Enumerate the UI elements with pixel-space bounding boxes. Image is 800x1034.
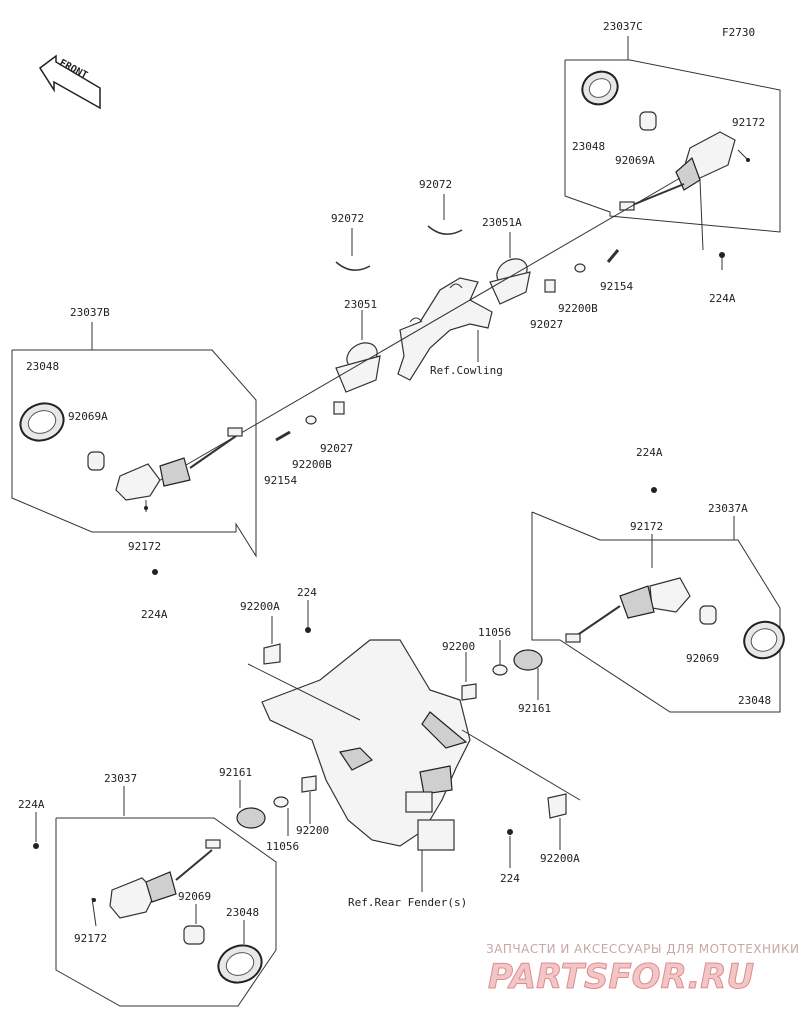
label-23048-b: 23048: [26, 360, 59, 373]
label-92154-r: 92154: [600, 280, 633, 293]
label-224-top: 224: [297, 586, 317, 599]
spacer-92027-right: [544, 279, 556, 293]
plate-92200A-top: [263, 616, 281, 665]
label-92200A-bot: 92200A: [540, 852, 580, 865]
figure-code: F2730: [722, 26, 755, 39]
bolt-92154-left: [275, 430, 291, 442]
assembly-23037: [33, 786, 277, 1007]
label-23048-a: 23048: [738, 694, 771, 707]
label-92161-l: 92161: [219, 766, 252, 779]
label-224A-b: 224A: [141, 608, 168, 621]
label-92172-d: 92172: [74, 932, 107, 945]
watermark: ЗАПЧАСТИ И АКСЕССУАРЫ ДЛЯ МОТОТЕХНИКИ PA…: [486, 942, 800, 998]
label-23048-d: 23048: [226, 906, 259, 919]
washer-92200B-left: [305, 415, 317, 425]
label-92027-r: 92027: [530, 318, 563, 331]
label-23037A: 23037A: [708, 502, 748, 515]
rear-fender: [261, 639, 471, 851]
label-23037: 23037: [104, 772, 137, 785]
label-224A-a-top: 224A: [636, 446, 663, 459]
label-92200B-r: 92200B: [558, 302, 598, 315]
label-23051: 23051: [344, 298, 377, 311]
label-ref-cowling: Ref.Cowling: [430, 364, 503, 377]
label-92172-b: 92172: [128, 540, 161, 553]
bracket-23051: [335, 310, 381, 393]
plate-92200-right: [461, 652, 477, 701]
assembly-23037A: [531, 487, 785, 713]
label-92200-r: 92200: [442, 640, 475, 653]
label-92172-a: 92172: [630, 520, 663, 533]
label-92154-l: 92154: [264, 474, 297, 487]
label-23048-c: 23048: [572, 140, 605, 153]
watermark-brand: PARTSFOR.RU: [488, 957, 754, 997]
screw-224-bottom: [507, 829, 513, 868]
grommet-11056-right: [492, 640, 508, 676]
label-92200B-l: 92200B: [292, 458, 332, 471]
plate-92200-left: [301, 775, 317, 824]
reflector-92161-left: [236, 780, 266, 829]
label-92200A-top: 92200A: [240, 600, 280, 613]
clip-92072-b: [427, 194, 463, 235]
label-224-bot: 224: [500, 872, 520, 885]
label-224A-d: 224A: [18, 798, 45, 811]
label-23051A: 23051A: [482, 216, 522, 229]
label-23037B: 23037B: [70, 306, 110, 319]
bolt-92154-right: [606, 249, 620, 263]
label-92069A-c: 92069A: [615, 154, 655, 167]
washer-92200B-right: [574, 263, 586, 273]
assembly-23037C: [564, 36, 781, 270]
label-11056-l: 11056: [266, 840, 299, 853]
label-92069A-b: 92069A: [68, 410, 108, 423]
label-11056-r: 11056: [478, 626, 511, 639]
screw-224-top: [305, 600, 311, 633]
label-92172-c: 92172: [732, 116, 765, 129]
label-92027-l: 92027: [320, 442, 353, 455]
label-ref-rear-fender: Ref.Rear Fender(s): [348, 896, 467, 909]
label-92200-l: 92200: [296, 824, 329, 837]
label-92072-a: 92072: [331, 212, 364, 225]
assembly-23037B: [11, 322, 257, 575]
bracket-23051A: [489, 232, 531, 305]
reflector-92161-right: [513, 649, 543, 700]
label-92069-a: 92069: [686, 652, 719, 665]
label-92161-r: 92161: [518, 702, 551, 715]
front-arrow-icon: FRONT: [38, 54, 101, 110]
clip-92072-a: [335, 228, 371, 271]
watermark-tagline: ЗАПЧАСТИ И АКСЕССУАРЫ ДЛЯ МОТОТЕХНИКИ: [486, 942, 800, 956]
grommet-11056-left: [273, 796, 289, 836]
label-92069-d: 92069: [178, 890, 211, 903]
cowling-bracket: [397, 277, 493, 381]
plate-92200A-bottom: [547, 793, 567, 850]
label-224A-c: 224A: [709, 292, 736, 305]
label-92072-b: 92072: [419, 178, 452, 191]
spacer-92027-left: [333, 401, 345, 415]
label-23037C: 23037C: [603, 20, 643, 33]
